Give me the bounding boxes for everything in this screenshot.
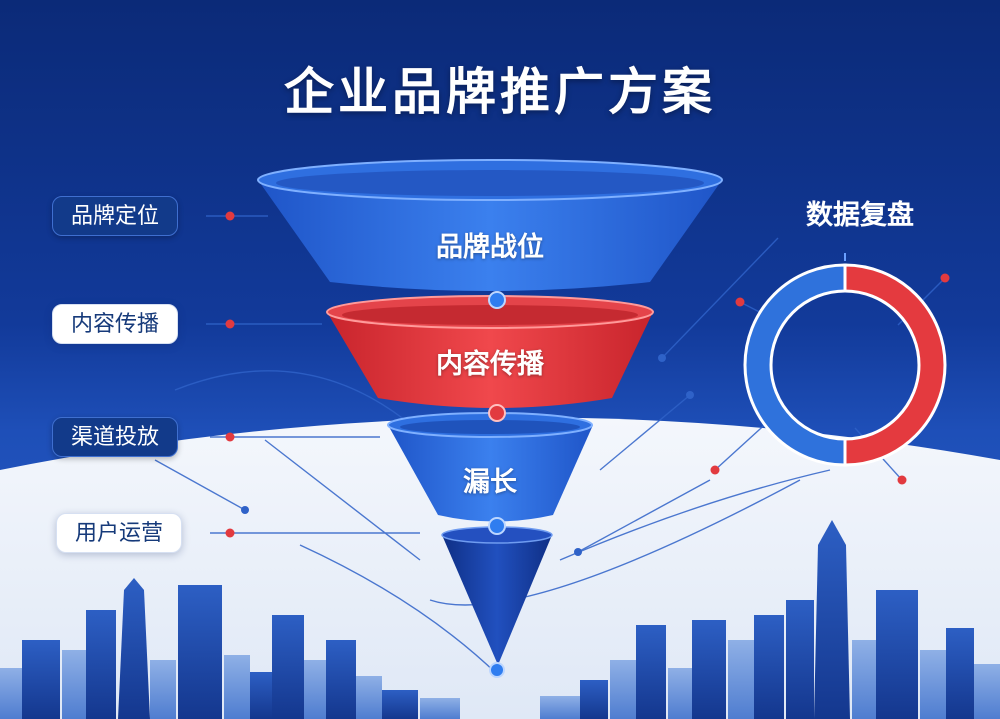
donut-segment-2 bbox=[743, 263, 847, 467]
funnel-label-1: 品牌战位 bbox=[436, 232, 544, 263]
donut-segment-1 bbox=[843, 263, 947, 467]
funnel bbox=[257, 159, 723, 678]
review-label: 数据复盘 bbox=[806, 200, 914, 231]
side-label-user-operation: 用户运营 bbox=[56, 513, 183, 553]
funnel-tier-3 bbox=[388, 425, 593, 522]
connector-dots bbox=[225, 211, 950, 556]
review-donut-chart bbox=[743, 253, 947, 467]
funnel-label-2: 内容传播 bbox=[436, 349, 544, 380]
side-label-brand-positioning: 品牌定位 bbox=[52, 196, 179, 236]
funnel-tier-4 bbox=[442, 535, 552, 665]
side-label-content-spread: 内容传播 bbox=[52, 304, 179, 344]
funnel-tier-1 bbox=[258, 180, 722, 291]
funnel-tier-2 bbox=[327, 312, 653, 408]
city-skyline bbox=[0, 520, 1000, 719]
side-label-channel-delivery: 渠道投放 bbox=[52, 417, 179, 457]
page-title: 企业品牌推广方案 bbox=[284, 63, 716, 121]
funnel-label-3: 漏长 bbox=[463, 467, 517, 498]
connector-lines bbox=[154, 215, 946, 676]
